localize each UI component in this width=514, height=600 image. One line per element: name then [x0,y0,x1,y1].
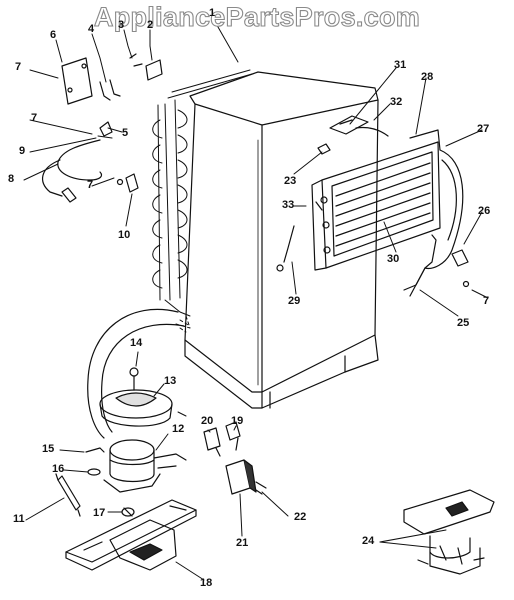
callout-15: 15 [42,443,55,455]
callout-12: 12 [172,423,185,435]
callout-1: 1 [209,7,216,19]
cabinet [184,71,379,409]
callout-7c: 7 [87,179,94,191]
compressor [103,439,187,493]
callout-7b: 7 [31,112,38,124]
relay-overload [203,421,241,457]
start-capacitor [225,459,267,495]
callout-25: 25 [457,317,470,329]
callout-23: 23 [284,175,297,187]
callout-30: 30 [387,253,400,265]
callout-13: 13 [164,375,177,387]
callout-9: 9 [19,145,26,157]
callout-26: 26 [478,205,491,217]
callout-4: 4 [88,23,95,35]
callout-33: 33 [282,199,295,211]
callout-18: 18 [200,577,213,589]
dashed-guides [175,315,191,329]
callout-7a: 7 [15,61,22,73]
defrost-terminal [451,249,470,288]
callout-31: 31 [394,59,407,71]
callout-22: 22 [294,511,307,523]
callout-29: 29 [288,295,301,307]
power-cord [42,139,103,203]
callout-14: 14 [130,337,143,349]
watermark: AppliancePartsPros.com [93,1,421,32]
callout-20: 20 [201,415,214,427]
callout-21: 21 [236,537,249,549]
compressor-pad [99,367,173,427]
callout-32: 32 [390,96,403,108]
relay-cover-parts [61,53,163,137]
callout-7d: 7 [483,295,490,307]
evaporator [311,129,464,271]
callout-28: 28 [421,71,434,83]
callout-6: 6 [50,29,57,41]
drier [55,473,81,517]
callout-27: 27 [477,123,490,135]
callout-2: 2 [147,19,154,31]
thermostat-bracket [329,115,389,137]
callout-19: 19 [231,415,244,427]
callout-24: 24 [362,535,375,547]
fan-motor-assembly [403,489,495,575]
cord-clip [116,173,139,193]
callout-10: 10 [118,229,131,241]
condenser-coil [152,69,253,333]
heater-wire [403,234,437,297]
small-parts-cabinet [276,143,331,272]
base-rail [65,499,197,571]
callout-16: 16 [52,463,65,475]
leader-lines [23,19,489,581]
callout-5: 5 [122,127,129,139]
callout-11: 11 [13,513,25,525]
callout-17: 17 [93,507,106,519]
callout-3: 3 [118,19,125,31]
callout-8: 8 [8,173,15,185]
